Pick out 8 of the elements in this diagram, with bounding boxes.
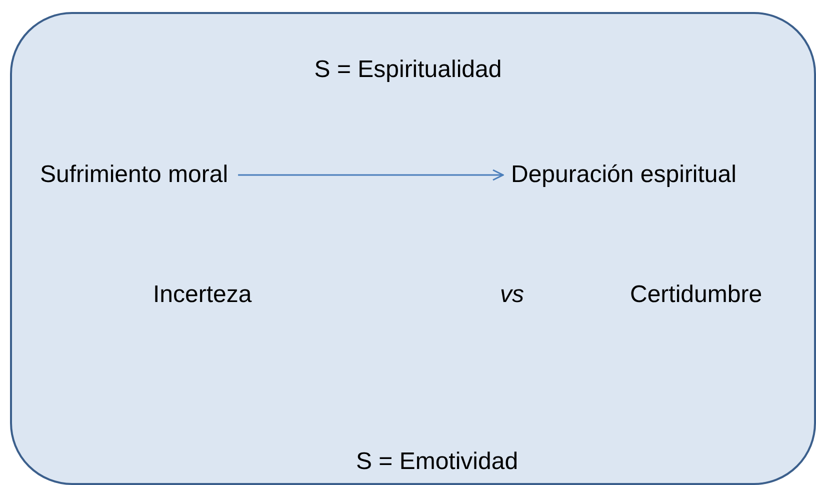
heading-text: S = Espiritualidad [314,56,502,84]
concept-text: Incerteza [153,281,252,309]
versus-text: vs [500,281,524,309]
rounded-panel [10,12,816,485]
concept-text: Certidumbre [630,281,762,309]
concept-text: Depuración espiritual [511,161,736,189]
concept-text: Sufrimiento moral [40,161,228,189]
heading-text: S = Emotividad [356,448,518,476]
